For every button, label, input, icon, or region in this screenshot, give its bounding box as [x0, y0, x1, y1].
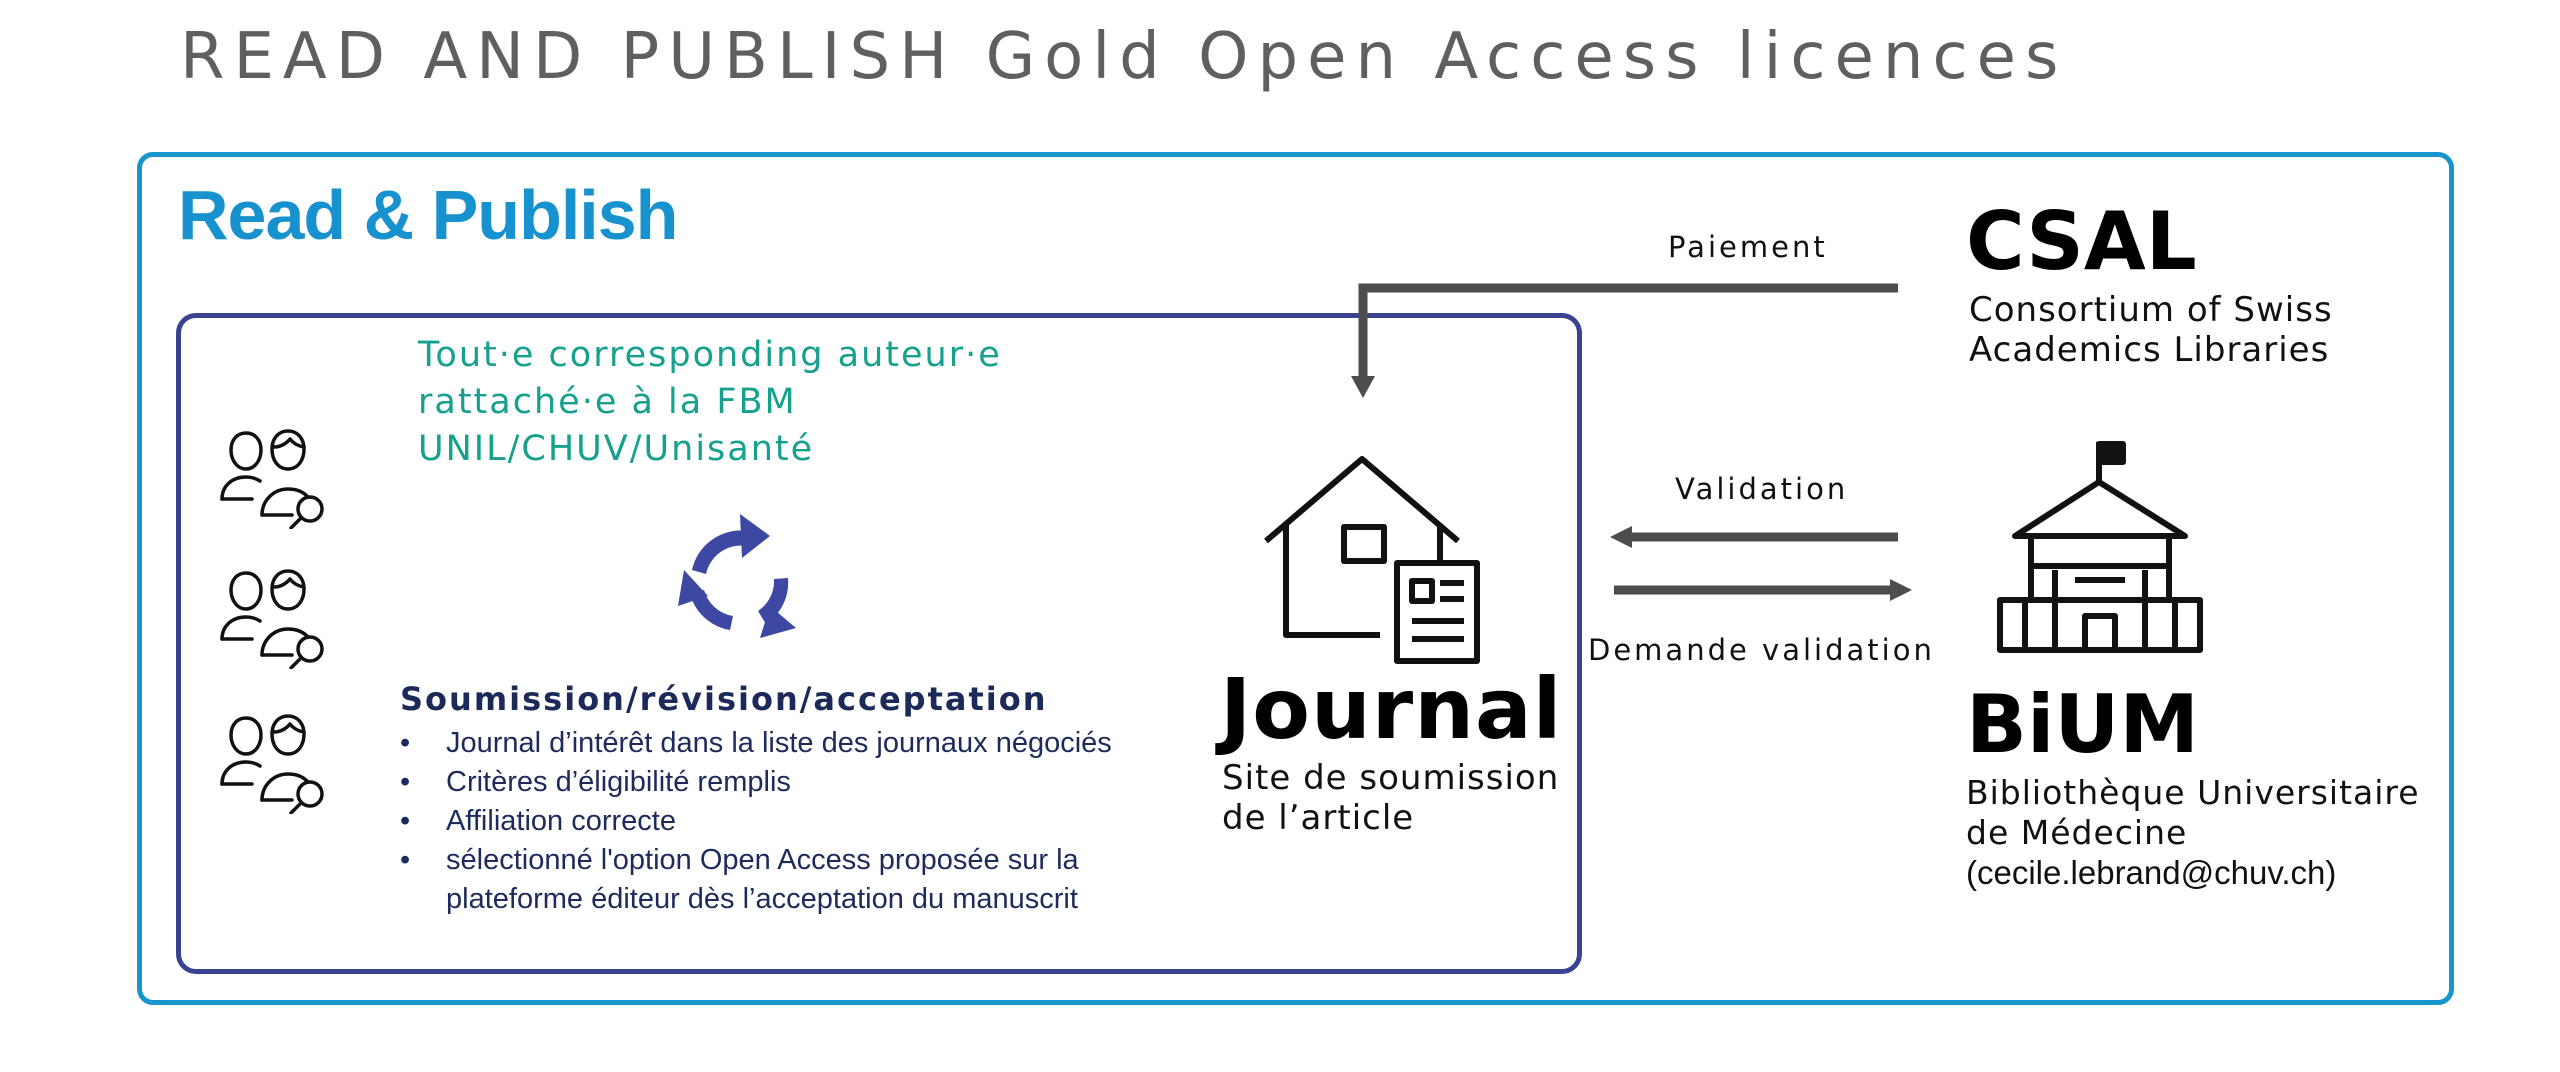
list-item: •Critères d’éligibilité remplis: [400, 763, 1160, 802]
submission-criteria: Soumission/révision/acceptation •Journal…: [400, 680, 1160, 919]
read-publish-heading: Read & Publish: [178, 176, 678, 254]
paiement-label: Paiement: [1668, 230, 1828, 264]
csal-subtitle: Consortium of Swiss Academics Libraries: [1969, 290, 2333, 370]
paiement-arrow: [1351, 283, 1898, 398]
journal-subtitle: Site de soumission de l’article: [1222, 758, 1560, 838]
read-publish-frame: [137, 152, 2454, 1005]
list-item: •Journal d’intérêt dans la liste des jou…: [400, 724, 1160, 763]
criteria-list: •Journal d’intérêt dans la liste des jou…: [400, 724, 1160, 919]
bium-subtitle: Bibliothèque Universitaire de Médecine (…: [1966, 773, 2420, 891]
bullet: •: [400, 766, 411, 798]
eligibility-line: UNIL/CHUV/Unisanté: [418, 429, 815, 469]
author-process-box: [176, 313, 1582, 974]
people-search-icon: [220, 429, 324, 529]
library-building-icon: [1997, 441, 2203, 653]
bullet: •: [400, 805, 411, 837]
page-title: READ AND PUBLISH Gold Open Access licenc…: [180, 20, 2068, 94]
recycle-arrows-icon: [678, 514, 796, 638]
people-search-icon: [220, 714, 324, 814]
journal-title: Journal: [1220, 660, 1563, 758]
demande-validation-arrow: [1614, 579, 1912, 601]
house-document-icon: [1264, 456, 1480, 664]
eligibility-line: Tout·e corresponding auteur·e: [418, 335, 1002, 375]
bullet: •: [400, 727, 411, 759]
demande-validation-label: Demande validation: [1588, 633, 1935, 667]
validation-label: Validation: [1675, 472, 1849, 506]
eligibility-text: Tout·e corresponding auteur·e rattaché·e…: [418, 332, 1002, 473]
validation-arrow: [1610, 526, 1898, 548]
criteria-heading: Soumission/révision/acceptation: [400, 680, 1048, 718]
list-item-continuation: plateforme éditeur dès l’acceptation du …: [446, 883, 1078, 915]
list-item: •sélectionné l'option Open Access propos…: [400, 841, 1160, 880]
bium-title: BiUM: [1966, 678, 2199, 771]
list-item: •Affiliation correcte: [400, 802, 1160, 841]
csal-title: CSAL: [1966, 195, 2197, 288]
people-search-icon: [220, 569, 324, 669]
bullet: •: [400, 844, 411, 876]
eligibility-line: rattaché·e à la FBM: [418, 382, 797, 422]
bium-email: (cecile.lebrand@chuv.ch): [1966, 854, 2337, 891]
